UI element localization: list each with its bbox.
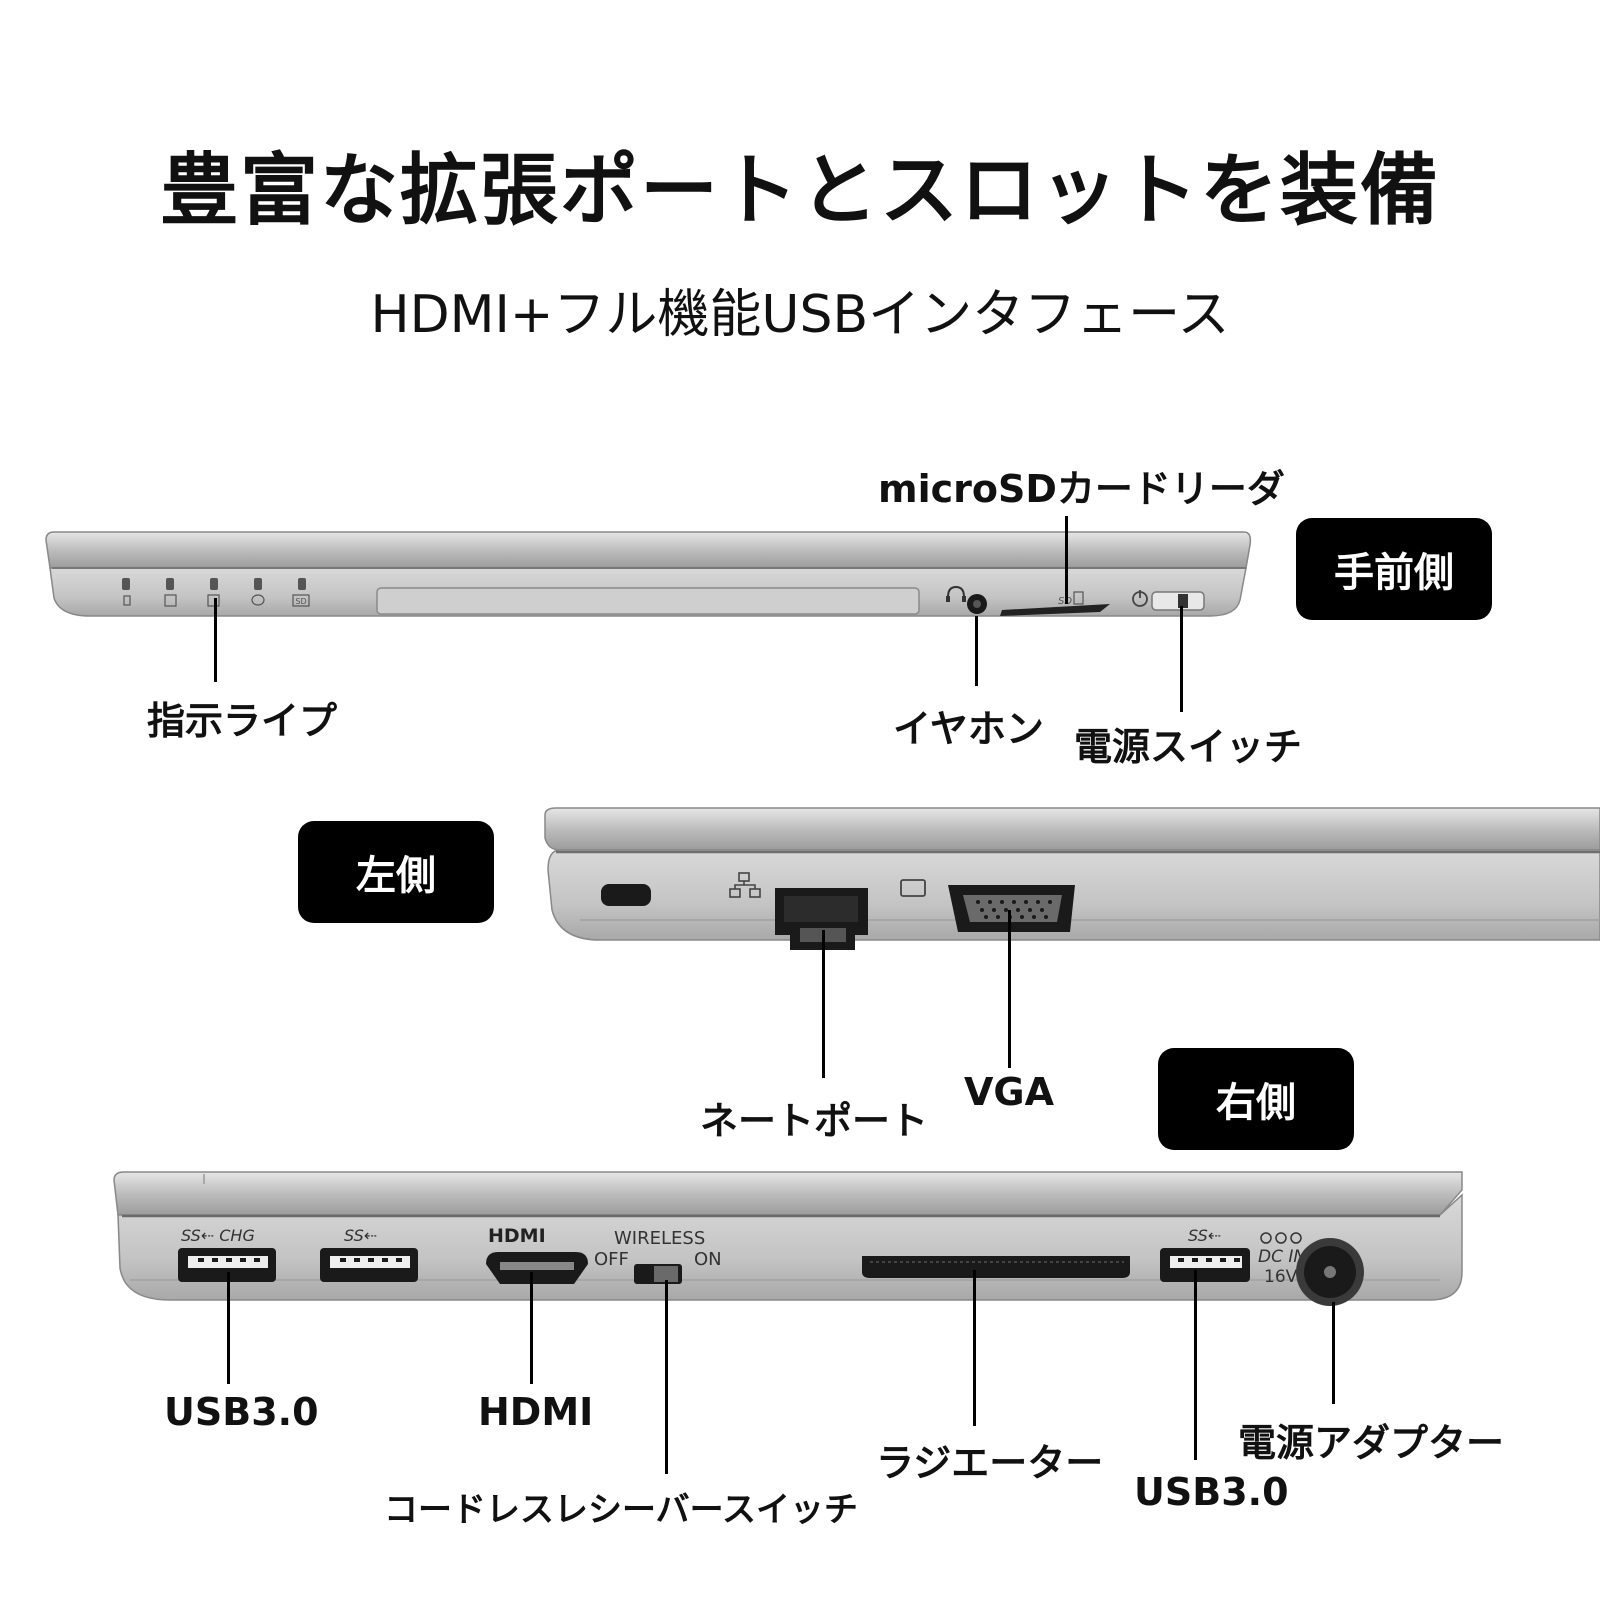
label-power-switch: 電源スイッチ (1074, 725, 1303, 769)
leader-vga (1008, 910, 1011, 1068)
usb-3-marking: SS⇠ (1188, 1226, 1221, 1245)
label-wireless-switch: コードレスレシーバースイッチ (384, 1490, 858, 1530)
wireless-switch (634, 1264, 682, 1284)
wireless-on-marking: ON (694, 1249, 722, 1270)
label-earphone: イヤホン (893, 707, 1044, 751)
security-lock-slot (601, 884, 651, 906)
right-view-laptop: SS⇠ CHG SS⇠ HDMI WIRELESS OFF ON (113, 1171, 1463, 1306)
label-usb-1: USB3.0 (164, 1390, 319, 1434)
label-hdmi: HDMI (478, 1390, 594, 1434)
power-switch (1132, 590, 1205, 611)
badge-right: 右側 (1158, 1048, 1354, 1150)
sd-led-mark: SD (295, 597, 306, 606)
vga-port (948, 885, 1075, 932)
leader-radiator (973, 1270, 976, 1426)
network-port (775, 888, 868, 950)
wireless-marking: WIRELESS (614, 1228, 705, 1249)
dc-in-jack (1296, 1238, 1364, 1306)
leader-wireless (665, 1280, 668, 1474)
leader-hdmi (530, 1272, 533, 1384)
network-icon (729, 872, 761, 898)
usb-port-3 (1160, 1248, 1250, 1282)
leader-indicator (214, 598, 217, 682)
leader-usb-3 (1194, 1270, 1197, 1460)
label-radiator: ラジエーター (876, 1441, 1104, 1485)
left-view-laptop (544, 807, 1600, 950)
wireless-off-marking: OFF (594, 1249, 629, 1270)
label-microsd: microSDカードリーダ (878, 467, 1285, 511)
dc-in-polarity-icon (1260, 1232, 1302, 1244)
front-view-laptop: SD SD (45, 531, 1252, 617)
usb-2-marking: SS⇠ (344, 1226, 377, 1245)
leader-power-switch (1180, 606, 1183, 712)
indicator-leds (122, 578, 310, 607)
leader-usb-1 (227, 1272, 230, 1384)
leader-network (822, 930, 825, 1078)
monitor-icon (900, 879, 926, 897)
radiator-vent (862, 1256, 1130, 1278)
leader-earphone (975, 616, 978, 686)
page-subtitle: HDMI+フル機能USBインタフェース (370, 285, 1230, 345)
usb-port-2 (320, 1248, 418, 1282)
usb-port-1 (178, 1248, 276, 1282)
label-power-adapter: 電源アダプター (1238, 1421, 1505, 1465)
leader-microsd (1065, 516, 1068, 604)
label-network-port: ネートポート (700, 1099, 929, 1143)
badge-left: 左側 (298, 821, 494, 923)
label-usb-3: USB3.0 (1134, 1470, 1289, 1514)
hdmi-port (486, 1252, 588, 1284)
label-vga: VGA (964, 1070, 1055, 1114)
hdmi-logo: HDMI (488, 1225, 546, 1247)
dc-volt-marking: 16V (1264, 1267, 1298, 1287)
label-indicator: 指示ライプ (147, 699, 338, 743)
page-title: 豊富な拡張ポートとスロットを装備 (159, 146, 1440, 236)
earphone-jack (946, 585, 987, 614)
leader-power-adapter (1332, 1302, 1335, 1404)
badge-front: 手前側 (1296, 518, 1492, 620)
usb-1-marking: SS⇠ CHG (181, 1226, 255, 1245)
dc-in-marking: DC IN (1258, 1247, 1306, 1267)
